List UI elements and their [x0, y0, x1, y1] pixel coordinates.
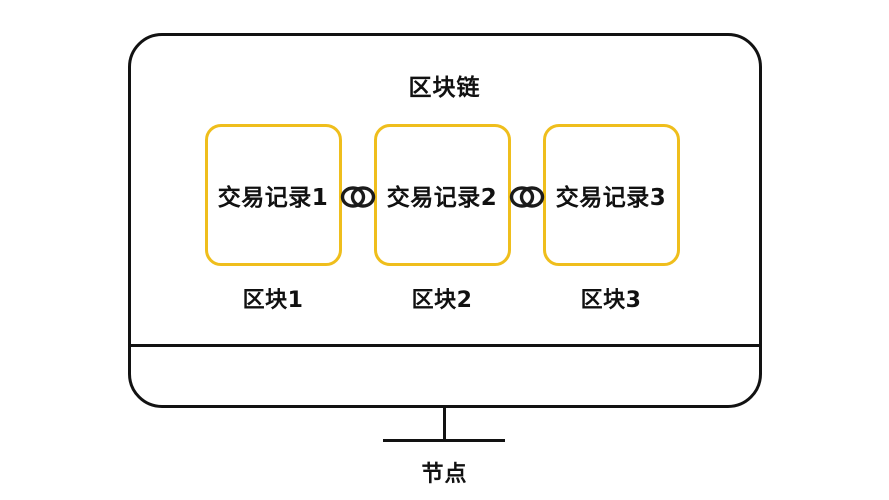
- block-2-caption: 区块2: [411, 288, 473, 313]
- block-1-caption: 区块1: [242, 288, 304, 313]
- block-3-box: [543, 124, 680, 266]
- node-label: 节点: [421, 462, 468, 487]
- block-2-content-label: 交易记录2: [386, 185, 498, 211]
- block-1-content-label: 交易记录1: [217, 185, 329, 211]
- monitor-stand-base: [383, 439, 505, 442]
- monitor-stand-post: [443, 408, 446, 441]
- monitor-divider-line: [130, 344, 760, 347]
- block-3-content-label: 交易记录3: [555, 185, 667, 211]
- block-2-box: [374, 124, 511, 266]
- block-3-caption: 区块3: [580, 288, 642, 313]
- blocks-row: [205, 124, 683, 266]
- block-1-box: [205, 124, 342, 266]
- blockchain-title: 区块链: [408, 75, 481, 101]
- chain-link-icon: [509, 184, 545, 210]
- chain-link-icon: [340, 184, 376, 210]
